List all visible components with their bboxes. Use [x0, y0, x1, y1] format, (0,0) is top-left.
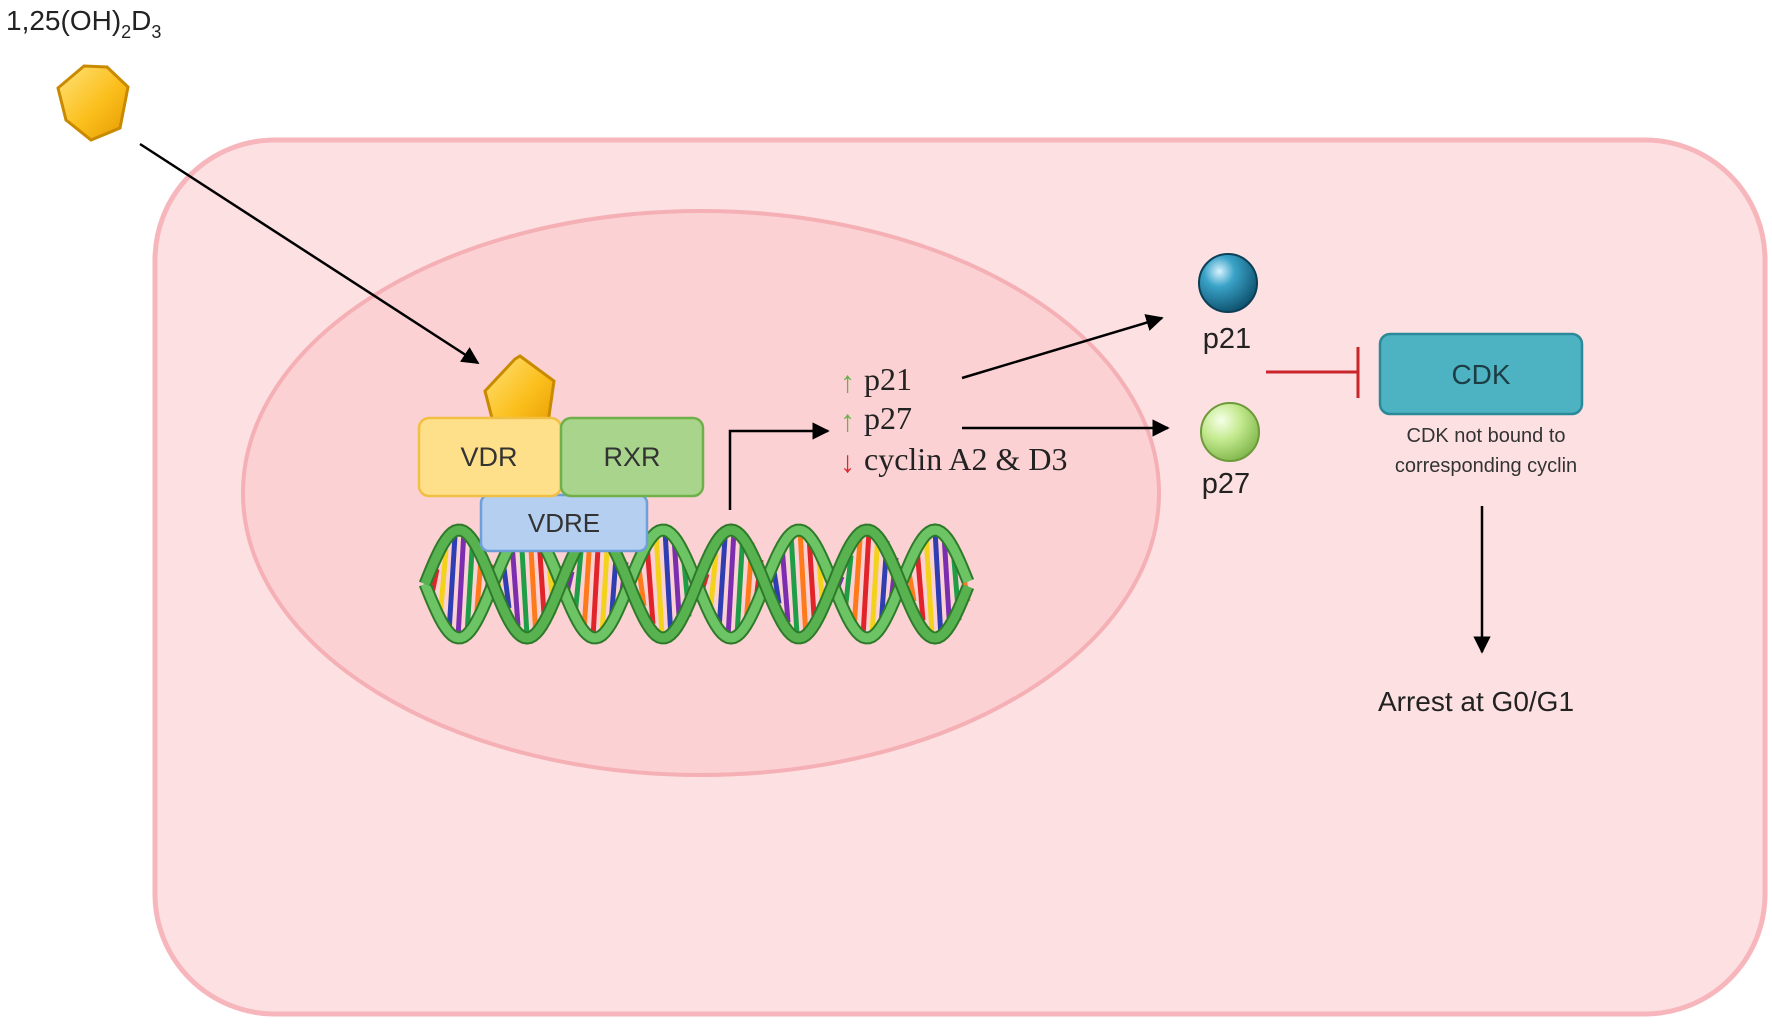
- dna-base-pair: [923, 534, 935, 634]
- dna-base-pair: [869, 531, 881, 637]
- dna-base-pair: [716, 537, 728, 631]
- ligand-hexagon-icon: [56, 64, 130, 142]
- dna-strand: [420, 525, 973, 643]
- dna-base-pair: [455, 529, 467, 639]
- dna-double-helix-icon: [418, 523, 975, 645]
- cdk-box: [1378, 332, 1584, 416]
- dna-base-pair: [509, 542, 521, 626]
- ligand-entry-arrow: [139, 142, 480, 365]
- ligand-label: 1,25(OH)2D3: [6, 5, 161, 42]
- dna-base-pair: [779, 545, 791, 623]
- down-arrow-icon: ↓: [840, 446, 855, 479]
- vdre-label: VDRE: [528, 508, 600, 538]
- vdre-box: [479, 493, 649, 553]
- rxr-label: RXR: [603, 442, 660, 472]
- p21-protein-sphere-icon: [1198, 253, 1258, 313]
- p27-protein-sphere-icon: [1200, 402, 1260, 462]
- p21-protein-label: p21: [1203, 323, 1251, 355]
- dna-base-pair: [446, 535, 458, 633]
- dna-base-pair: [860, 530, 872, 638]
- dna-base-pair: [932, 529, 944, 639]
- gene-effect-p27: p27: [864, 400, 912, 436]
- gene-effect-cyclin: cyclin A2 & D3: [864, 441, 1068, 477]
- cdk-note-line1: CDK not bound to: [1407, 425, 1566, 447]
- dna-base-pair: [581, 536, 593, 632]
- cdk-note-line2: corresponding cyclin: [1395, 455, 1577, 477]
- dna-base-pair: [797, 529, 809, 639]
- transcription-arrow: [728, 422, 830, 510]
- cdk-label: CDK: [1451, 359, 1510, 390]
- dna-base-pair: [662, 530, 674, 638]
- dna-base-pair: [653, 532, 665, 636]
- vdr-label: VDR: [460, 442, 517, 472]
- dna-base-pair: [725, 530, 737, 638]
- dna-base-pair: [644, 543, 656, 625]
- up-arrow-icon: ↑: [840, 366, 855, 399]
- p27-protein-label: p27: [1202, 468, 1250, 500]
- arrow-to-p21: [961, 314, 1164, 380]
- dna-base-pair: [788, 533, 800, 635]
- rxr-box: [559, 416, 705, 498]
- up-arrow-icon: ↑: [840, 405, 855, 438]
- outcome-label: Arrest at G0/G1: [1378, 686, 1574, 717]
- dna-base-pair: [734, 531, 746, 637]
- dna-base-pair: [851, 539, 863, 629]
- inhibition-arrow: [1266, 347, 1360, 398]
- gene-effect-list: ↑ p21 ↑ p27 ↓ cyclin A2 & D3: [840, 361, 1068, 479]
- gene-effect-p21: p21: [864, 361, 912, 397]
